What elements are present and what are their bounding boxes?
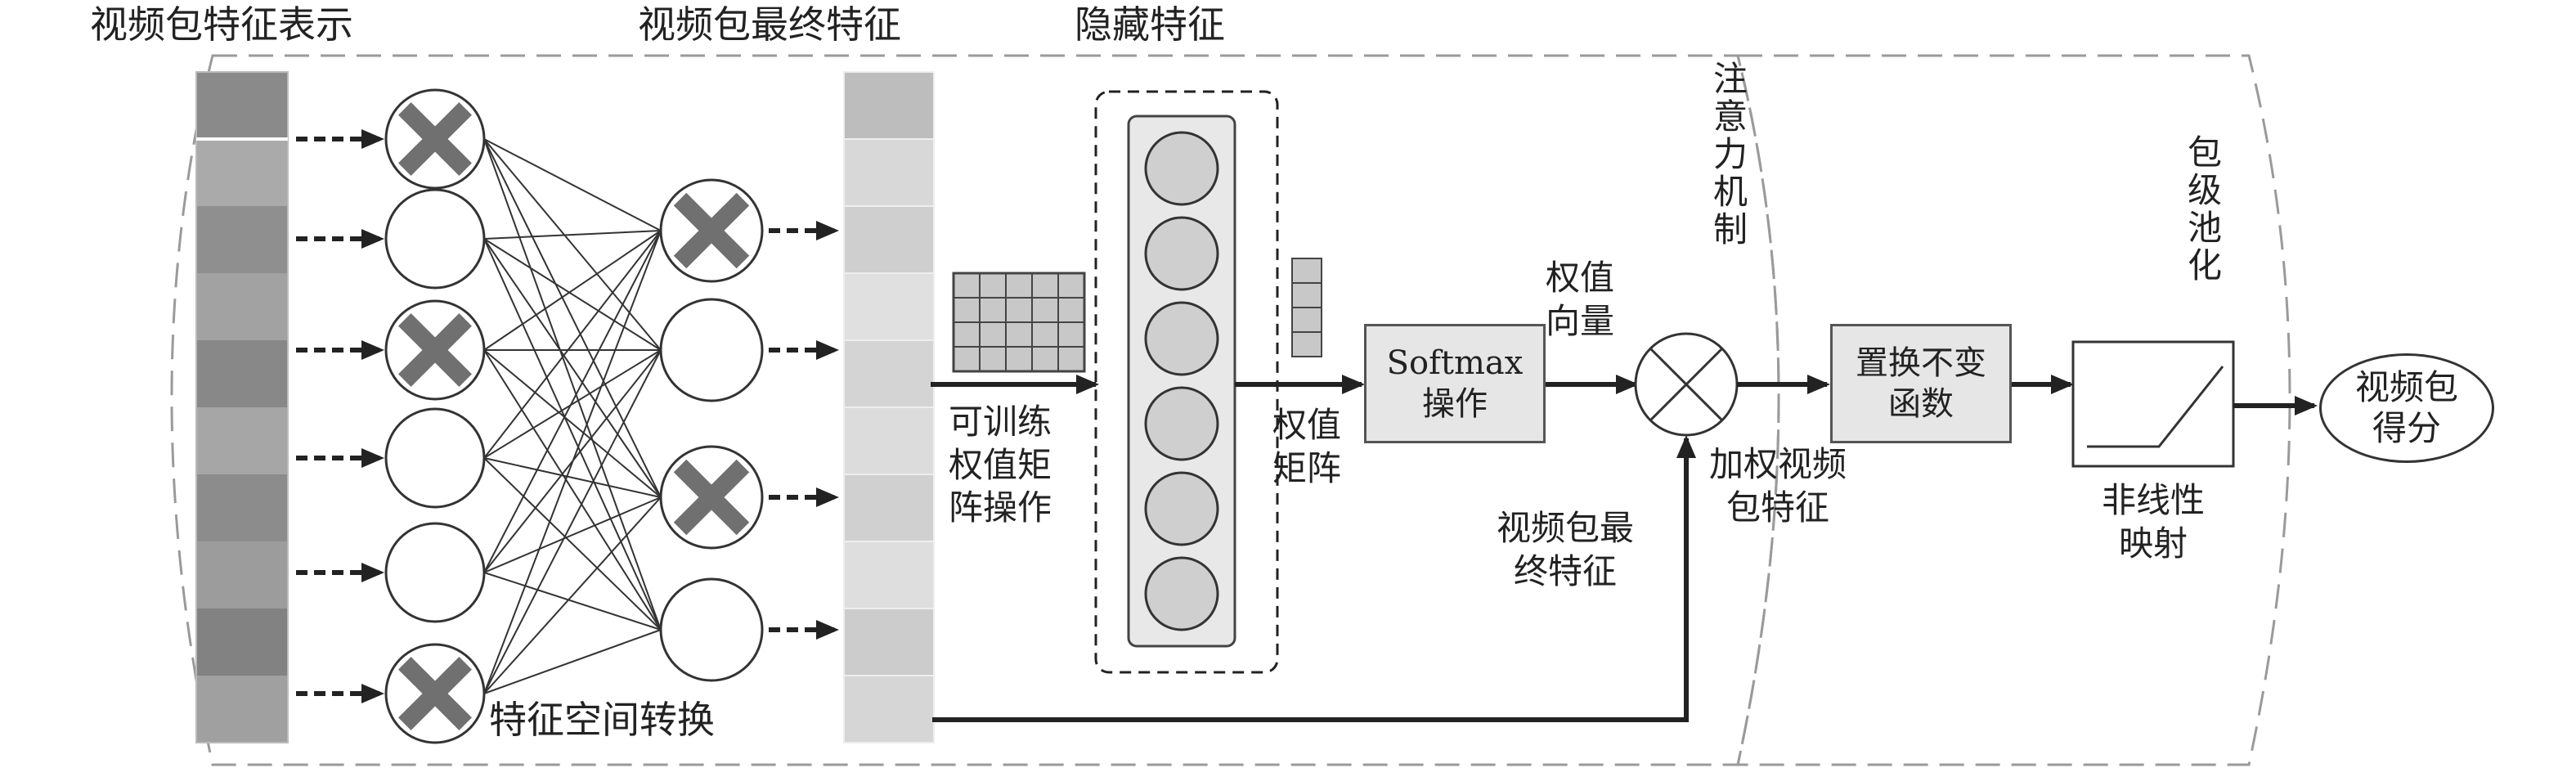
connection-line	[483, 238, 662, 631]
final-feature-column	[843, 71, 935, 743]
x-mark-icon	[673, 192, 750, 269]
bag-feature-cell	[196, 72, 288, 139]
bag-feature-column	[195, 71, 289, 743]
connection-line	[483, 349, 662, 694]
final-feature-cell	[843, 205, 935, 274]
final-feature-cell	[843, 474, 935, 542]
connection-line	[483, 230, 662, 240]
connection-line	[483, 238, 662, 351]
hidden-unit	[1144, 131, 1219, 206]
bag-score-output: 视频包得分	[2319, 353, 2494, 463]
weight-vector-cell	[1291, 331, 1322, 357]
label-trainable-weight-matrix: 可训练 权值矩 阵操作	[949, 402, 1052, 528]
bag-feature-column-border	[195, 71, 289, 743]
connection-line	[483, 457, 662, 498]
label-weight-vector: 权值 向量	[1546, 258, 1615, 341]
label-nonlinear-mapping: 非线性 映射	[2102, 480, 2206, 564]
label-weighted-bag-feature: 加权视频 包特征	[1709, 444, 1847, 528]
final-feature-cell	[843, 272, 935, 341]
bag-feature-cell	[196, 139, 288, 206]
x-mark-icon	[398, 657, 472, 730]
skip-connection-line	[932, 435, 1696, 722]
output-dashed-arrows	[769, 221, 839, 640]
x-mark-icon	[398, 102, 472, 176]
bag-feature-cell	[196, 273, 288, 340]
title-bag-features: 视频包特征表示	[90, 2, 353, 47]
final-feature-cell	[843, 71, 935, 140]
x-mark-icon	[673, 459, 750, 536]
hidden-unit	[1144, 471, 1219, 546]
connection-line	[483, 349, 662, 631]
hidden-unit	[1144, 301, 1219, 376]
weight-vector-cells	[1291, 258, 1322, 357]
input-node	[384, 522, 486, 623]
final-feature-cell	[843, 675, 935, 743]
connection-line	[483, 349, 662, 498]
region-label-pooling: 包级池化	[2182, 134, 2223, 285]
input-node-group	[384, 88, 486, 744]
permutation-invariant-box: 置换不变函数	[1830, 324, 2012, 443]
input-dashed-arrows	[296, 129, 384, 703]
connection-line	[483, 138, 662, 231]
label-weight-matrix: 权值 矩阵	[1272, 405, 1342, 488]
final-feature-cell	[843, 406, 935, 475]
transformed-node	[659, 298, 764, 402]
hidden-units	[1144, 131, 1219, 631]
final-feature-cell	[843, 339, 935, 408]
connection-line	[483, 572, 662, 631]
x-mark-icon	[398, 313, 472, 387]
bag-feature-cell	[196, 474, 288, 541]
bag-feature-cell	[196, 407, 288, 474]
hidden-unit	[1144, 216, 1219, 291]
connection-line	[483, 629, 662, 694]
bag-feature-cell	[196, 541, 288, 609]
connection-line	[483, 138, 662, 351]
connection-line	[483, 457, 662, 631]
region-label-attention: 注意力机制	[1708, 61, 1748, 249]
full-connection-lines	[483, 138, 662, 694]
pooling-region-outline	[1736, 54, 2291, 766]
connection-line	[483, 138, 662, 498]
connection-line	[483, 496, 662, 694]
weight-vector-cell	[1291, 258, 1322, 284]
title-hidden-features: 隐藏特征	[1075, 2, 1225, 47]
final-feature-cell	[843, 138, 935, 207]
connection-line	[483, 349, 662, 459]
transformed-node-group	[659, 178, 764, 682]
bag-feature-cell	[196, 340, 288, 407]
connection-line	[483, 496, 662, 573]
label-feature-space-transform: 特征空间转换	[489, 698, 715, 742]
nonlinear-mapping-box	[2071, 340, 2235, 468]
label-bag-final-feature: 视频包最 终特征	[1497, 508, 1635, 591]
weight-vector-cell	[1291, 307, 1322, 333]
final-feature-cell	[843, 541, 935, 609]
bag-feature-cell	[196, 609, 288, 676]
connection-line	[483, 230, 662, 573]
bag-feature-cell	[196, 206, 288, 273]
hidden-unit	[1144, 386, 1219, 461]
weight-vector-cell	[1291, 282, 1322, 308]
connection-line	[483, 138, 662, 631]
input-node	[384, 188, 486, 290]
title-final-features: 视频包最终特征	[638, 2, 901, 47]
connection-line	[483, 230, 662, 694]
final-feature-cell	[843, 608, 935, 676]
connection-line	[483, 230, 662, 351]
multiply-operator	[1634, 332, 1739, 437]
trainable-weight-matrix-grid	[952, 272, 1086, 373]
transformed-node	[659, 577, 764, 682]
hidden-unit	[1144, 556, 1219, 631]
connection-line	[483, 238, 662, 498]
bag-feature-cell	[196, 676, 288, 743]
input-node	[384, 407, 486, 509]
connection-line	[483, 230, 662, 459]
